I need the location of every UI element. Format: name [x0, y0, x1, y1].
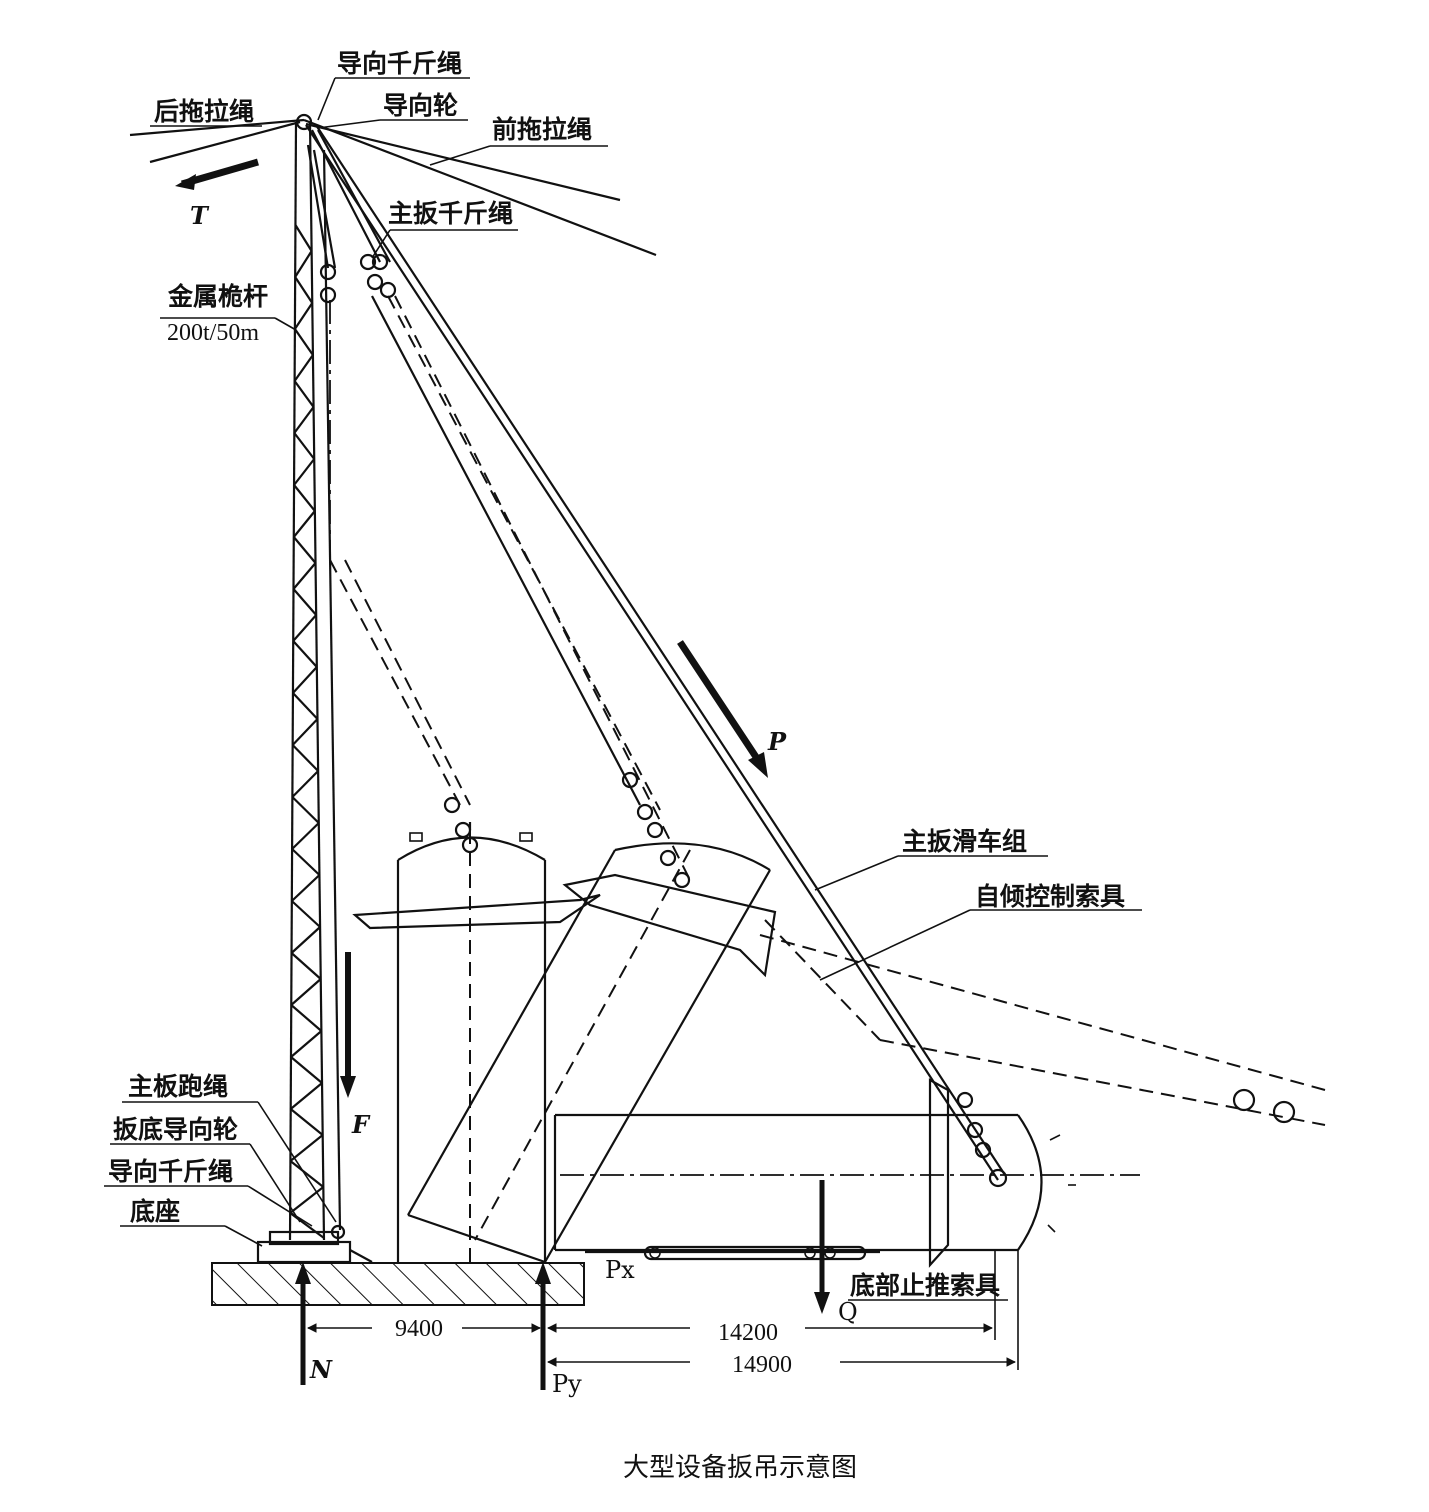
mast-lattice-brace: [292, 562, 317, 590]
mast-lattice-brace: [292, 510, 316, 538]
label-main-lift-jack-rope: 主扳千斤绳: [388, 199, 513, 228]
label-guide-wheel: 导向轮: [383, 91, 458, 120]
main-run-rope: [322, 149, 346, 1240]
mast-lattice-brace: [292, 614, 317, 642]
mast-lattice-brace: [290, 1004, 323, 1032]
mast-lattice-brace: [289, 1212, 325, 1239]
mast-lattice-brace: [293, 380, 315, 408]
label-main-pulley-block: 主扳滑车组: [902, 827, 1027, 856]
mast-lattice-brace: [294, 250, 313, 278]
force-label-Q: Q: [838, 1298, 858, 1326]
label-main-run-rope: 主板跑绳: [128, 1072, 228, 1101]
mast-lattice-brace: [289, 1134, 324, 1162]
mast-lattice-brace: [291, 718, 319, 746]
mast-lattice-brace: [289, 1160, 325, 1188]
force-label-N: N: [309, 1355, 333, 1384]
label-front-guy-rope: 前拖拉绳: [492, 115, 592, 144]
label-tilt-control-rigging: 自倾控制索具: [975, 882, 1125, 911]
mast-lattice-brace: [292, 692, 319, 720]
dimension-14900: 14900: [732, 1352, 792, 1378]
force-label-P: P: [767, 727, 787, 756]
label-bottom-guide-wheel: 扳底导向轮: [113, 1115, 238, 1144]
mast-lattice-brace: [291, 848, 321, 876]
vessel-vertical: [352, 822, 601, 1262]
main-lift-ropes: [305, 124, 1006, 1181]
mast-lattice-brace: [291, 770, 319, 798]
metal-mast: [288, 113, 326, 1241]
mast-lattice-brace: [291, 874, 321, 902]
vessel-horizontal: [553, 1078, 1140, 1268]
jack-ropes: [329, 295, 691, 881]
label-guide-jack-rope-bottom: 导向千斤绳: [108, 1157, 233, 1186]
mast-lattice-brace: [294, 224, 313, 252]
dimension-9400: 9400: [395, 1316, 443, 1342]
mast-lattice-brace: [290, 1082, 323, 1110]
top-pulley-blocks: [319, 253, 397, 304]
rear-guy-rope: [129, 118, 305, 137]
mast-lattice-brace: [291, 744, 319, 772]
mast-lattice-brace: [289, 1186, 325, 1214]
mast-lattice-brace: [290, 1108, 324, 1136]
lifting-blocks: [443, 771, 691, 889]
dimension-14200: 14200: [718, 1320, 778, 1346]
tilt-control-rigging: [759, 919, 1326, 1126]
mast-base: [256, 1230, 373, 1264]
foundation: [211, 1262, 585, 1306]
mast-lattice-brace: [290, 926, 321, 954]
leader-lines: [104, 77, 1142, 1301]
force-label-T: T: [190, 201, 210, 230]
main-pulley-block-end: [956, 1091, 1008, 1188]
label-bottom-stop-rigging: 底部止推索具: [850, 1271, 1000, 1300]
mast-lattice-brace: [291, 822, 320, 850]
label-mast-spec: 200t/50m: [167, 320, 259, 346]
mast-lattice-brace: [290, 952, 322, 980]
mast-lattice-brace: [293, 354, 314, 382]
mast-lattice-brace: [293, 484, 316, 512]
force-label-Py: Py: [552, 1370, 582, 1398]
label-guide-jack-rope-top: 导向千斤绳: [337, 49, 462, 78]
guy-ropes: [129, 118, 657, 257]
mast-lattice-brace: [293, 302, 314, 330]
mast-lattice-brace: [290, 978, 322, 1006]
bottom-stop-rigging: [585, 1245, 880, 1261]
text-labels: 导向千斤绳 后拖拉绳 导向轮 前拖拉绳 主扳千斤绳 金属桅杆 200t/50m …: [108, 49, 1125, 1483]
mast-lattice-brace: [292, 666, 318, 694]
force-arrows: [175, 158, 830, 1390]
label-base: 底座: [130, 1197, 180, 1226]
label-metal-mast: 金属桅杆: [167, 282, 268, 311]
mast-lattice-brace: [293, 432, 316, 460]
mast-lattice-brace: [291, 900, 321, 928]
mast-lattice-brace: [290, 1056, 323, 1084]
mast-lattice-brace: [293, 406, 315, 434]
mast-lattice-brace: [290, 1030, 323, 1058]
mast-lattice: [289, 224, 325, 1239]
force-label-F: F: [351, 1110, 371, 1139]
force-label-Px: Px: [605, 1256, 635, 1284]
mast-lattice-brace: [292, 640, 318, 668]
label-rear-guy-rope: 后拖拉绳: [154, 97, 254, 126]
mast-lattice-brace: [293, 458, 316, 486]
mast-lattice-brace: [292, 536, 317, 564]
mast-lattice-brace: [294, 276, 314, 304]
mast-lattice-brace: [291, 796, 320, 824]
mast-lattice-brace: [292, 588, 318, 616]
front-guy-rope: [303, 118, 657, 257]
mast-lattice-brace: [293, 328, 314, 356]
vessel-tilted: [407, 842, 777, 1264]
figure-caption: 大型设备扳吊示意图: [623, 1453, 857, 1483]
force-P-arrow: [677, 640, 761, 762]
dimension-lines: [307, 1250, 1019, 1370]
